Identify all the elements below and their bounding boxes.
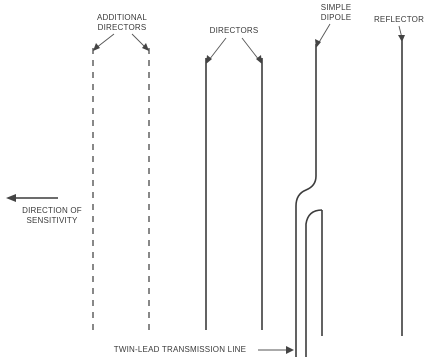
simple-dipole-arrowhead [315, 39, 321, 48]
additional-directors-arrowhead-1 [93, 43, 100, 51]
directors-arrowhead-2 [256, 55, 262, 64]
directors-pointer-2 [241, 37, 260, 61]
simple-dipole-lower [305, 209, 323, 357]
reflector-label: REFLECTOR [374, 15, 424, 24]
reflector-arrowhead [398, 35, 405, 42]
additional-directors-arrowhead-2 [142, 43, 149, 51]
simple-dipole-pointer [317, 23, 331, 45]
transmission-line-label: TWIN-LEAD TRANSMISSION LINE [114, 345, 246, 354]
transmission-line-arrowhead [286, 346, 294, 354]
directors-pointer-1 [208, 37, 227, 61]
additional-directors-pointer-2 [131, 33, 147, 49]
directors-label: DIRECTORS [210, 26, 259, 35]
simple-dipole-label-line2: DIPOLE [321, 13, 352, 22]
directors-arrowhead-1 [206, 55, 212, 64]
additional-directors-pointer-1 [95, 33, 115, 49]
simple-dipole-upper [295, 44, 317, 357]
additional-directors-label-line2: DIRECTORS [98, 23, 147, 32]
direction-label-line1: DIRECTION OF [22, 206, 82, 215]
additional-directors-label-line1: ADDITIONAL [97, 13, 147, 22]
simple-dipole-label-line1: SIMPLE [321, 3, 352, 12]
direction-label-line2: SENSITIVITY [26, 216, 78, 225]
direction-arrowhead [6, 194, 16, 202]
